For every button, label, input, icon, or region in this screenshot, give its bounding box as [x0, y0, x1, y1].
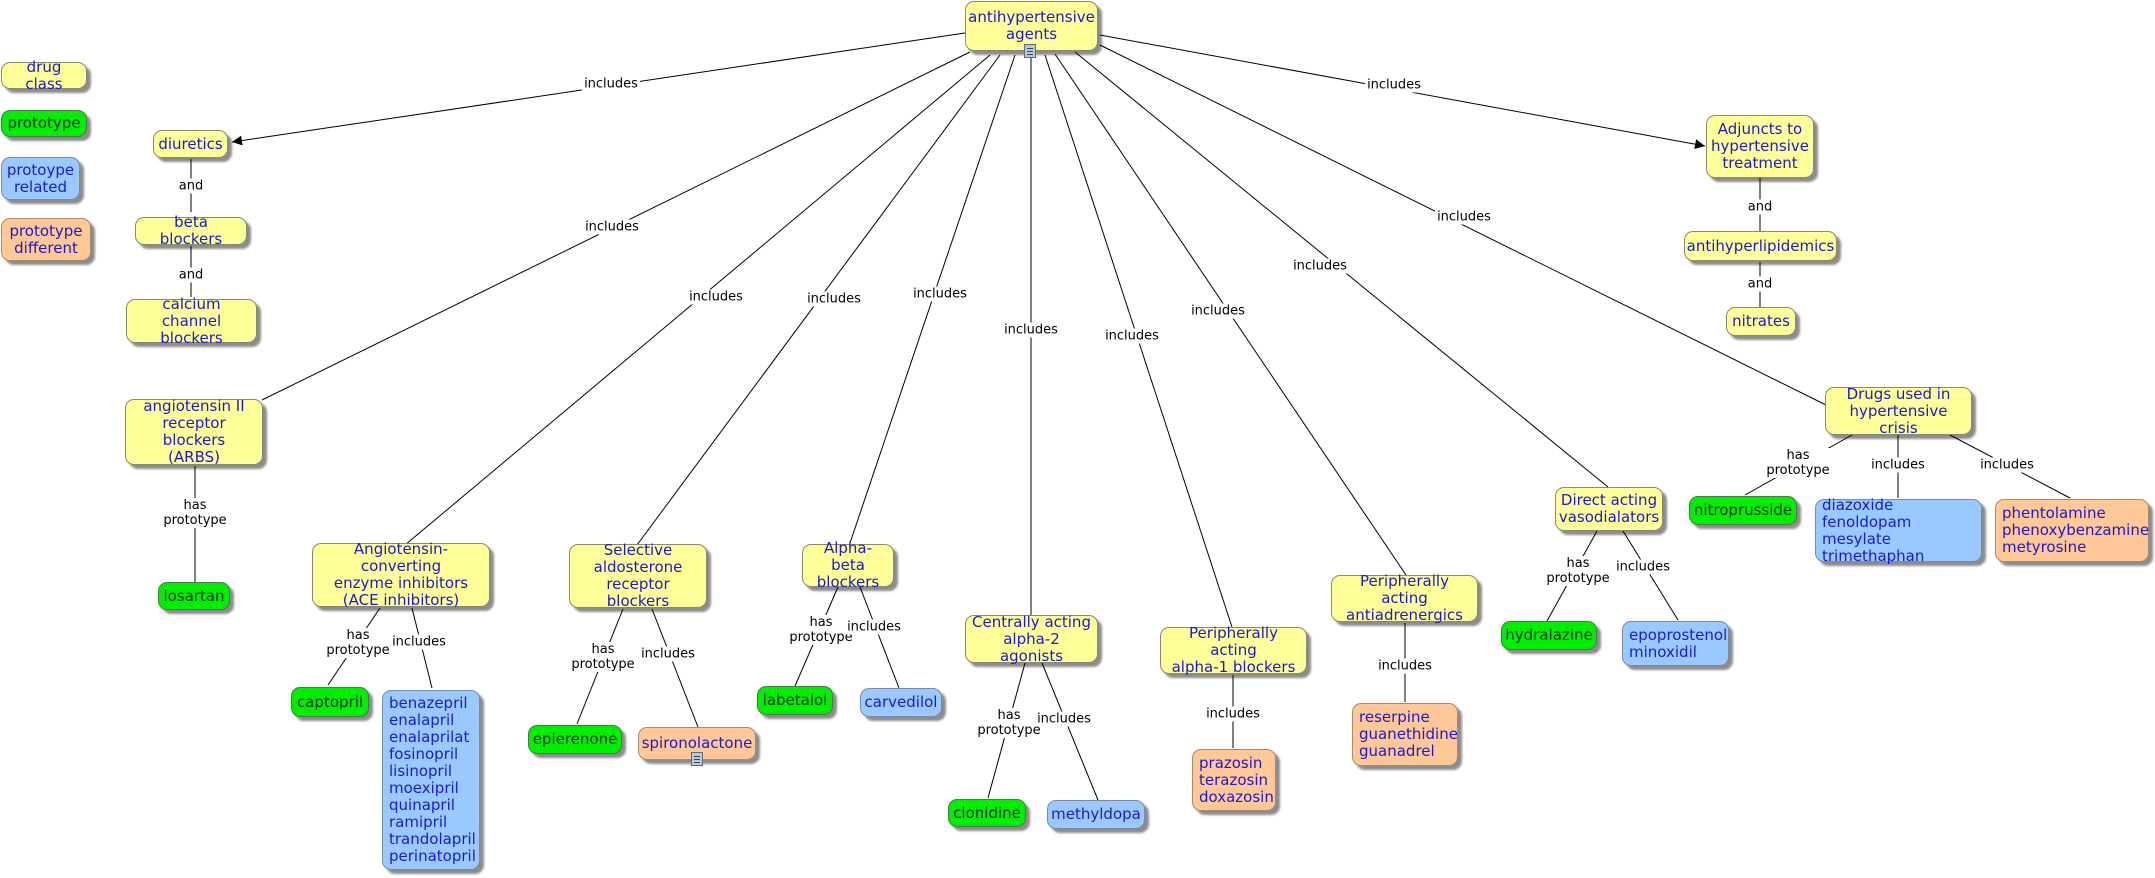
node-calcium-channel-blockers[interactable]: calcium channel blockers: [126, 295, 257, 346]
edge-label-includes: includes: [1189, 303, 1247, 319]
edge-label-includes: includes: [1103, 328, 1161, 344]
node-alpha1-different-list[interactable]: prazosin terazosin doxazosin: [1192, 749, 1276, 811]
edge-label-includes: includes: [805, 291, 863, 307]
legend-prototype-related: protoype related: [1, 157, 80, 200]
node-hydralazine[interactable]: hydralazine: [1501, 621, 1597, 650]
document-icon[interactable]: [1024, 44, 1036, 58]
edge-label-includes: includes: [1869, 457, 1927, 473]
edge-label-has-prototype: has prototype: [324, 628, 392, 658]
edge-label-has-prototype: has prototype: [975, 708, 1043, 738]
document-icon[interactable]: [691, 752, 703, 766]
edge-label-includes: includes: [845, 619, 903, 635]
node-labetalol[interactable]: labetalol: [757, 686, 833, 715]
node-antiadrenergic-different-list[interactable]: reserpine guanethidine guanadrel: [1352, 703, 1458, 766]
node-alpha-beta-blockers[interactable]: Alpha-beta blockers: [802, 540, 894, 591]
edge-label-and: and: [176, 178, 206, 194]
node-hypertensive-crisis[interactable]: Drugs used in hypertensive crisis: [1825, 385, 1972, 436]
edge-label-includes: includes: [390, 634, 448, 650]
edge-label-includes: includes: [582, 76, 640, 92]
node-nitroprusside[interactable]: nitroprusside: [1689, 496, 1797, 525]
node-antihyperlipidemics[interactable]: antihyperlipidemics: [1684, 231, 1837, 261]
node-crisis-related-list[interactable]: diazoxide fenoldopam mesylate trimethaph…: [1815, 496, 1982, 564]
node-ace-related-list[interactable]: benazepril enalapril enalaprilat fosinop…: [382, 690, 480, 870]
edge-label-has-prototype: has prototype: [161, 498, 229, 528]
edge-label-includes: includes: [1204, 706, 1262, 722]
node-peripheral-antiadrenergics[interactable]: Peripherally acting antiadrenergics: [1331, 573, 1478, 624]
edge-label-has-prototype: has prototype: [1764, 448, 1832, 478]
edge-label-includes: includes: [639, 646, 697, 662]
edge-label-includes: includes: [1291, 258, 1349, 274]
node-nitrates[interactable]: nitrates: [1726, 307, 1796, 336]
node-clonidine[interactable]: clonidine: [948, 799, 1026, 827]
node-captopril[interactable]: captopril: [291, 687, 369, 717]
node-antihypertensive-agents[interactable]: antihypertensive agents: [965, 1, 1098, 51]
node-ace-inhibitors[interactable]: Angiotensin-converting enzyme inhibitors…: [312, 541, 490, 609]
node-direct-vasodilators[interactable]: Direct acting vasodialators: [1555, 487, 1663, 531]
legend-prototype: prototype: [1, 110, 87, 137]
node-carvedilol[interactable]: carvedilol: [860, 688, 942, 717]
edge-label-includes: includes: [911, 286, 969, 302]
node-diuretics[interactable]: diuretics: [153, 130, 228, 158]
edge-label-includes: includes: [1376, 658, 1434, 674]
edge-label-and: and: [1745, 276, 1775, 292]
edge-label-includes: includes: [1002, 322, 1060, 338]
edge-label-has-prototype: has prototype: [1544, 556, 1612, 586]
node-eplerenone[interactable]: eplerenone: [528, 725, 622, 754]
edge-label-has-prototype: has prototype: [787, 615, 855, 645]
node-arbs[interactable]: angiotensin II receptor blockers (ARBS): [125, 398, 263, 466]
edge-label-includes: includes: [1435, 209, 1493, 225]
node-central-alpha2-agonists[interactable]: Centrally acting alpha-2 agonists: [965, 613, 1098, 664]
edge-label-includes: includes: [1614, 559, 1672, 575]
edge-label-has-prototype: has prototype: [569, 642, 637, 672]
node-vasodilator-related-list[interactable]: epoprostenol minoxidil: [1622, 621, 1729, 666]
legend-drug-class: drug class: [1, 58, 87, 92]
edge-label-includes: includes: [1978, 457, 2036, 473]
edge-label-includes: includes: [1365, 77, 1423, 93]
node-crisis-different-list[interactable]: phentolamine phenoxybenzamine metyrosine: [1995, 499, 2149, 562]
node-aldosterone-blockers[interactable]: Selective aldosterone receptor blockers: [569, 542, 707, 610]
edge-label-includes: includes: [1035, 711, 1093, 727]
edge-label-and: and: [176, 267, 206, 283]
node-adjuncts[interactable]: Adjuncts to hypertensive treatment: [1706, 115, 1814, 178]
edge-label-includes: includes: [583, 219, 641, 235]
node-losartan[interactable]: losartan: [158, 582, 230, 610]
edge-label-includes: includes: [687, 289, 745, 305]
node-beta-blockers[interactable]: beta blockers: [135, 214, 247, 248]
legend-prototype-different: prototype different: [1, 218, 91, 261]
node-methyldopa[interactable]: methyldopa: [1047, 800, 1145, 829]
node-alpha1-blockers[interactable]: Peripherally acting alpha-1 blockers: [1160, 625, 1307, 676]
edge-label-and: and: [1745, 199, 1775, 215]
